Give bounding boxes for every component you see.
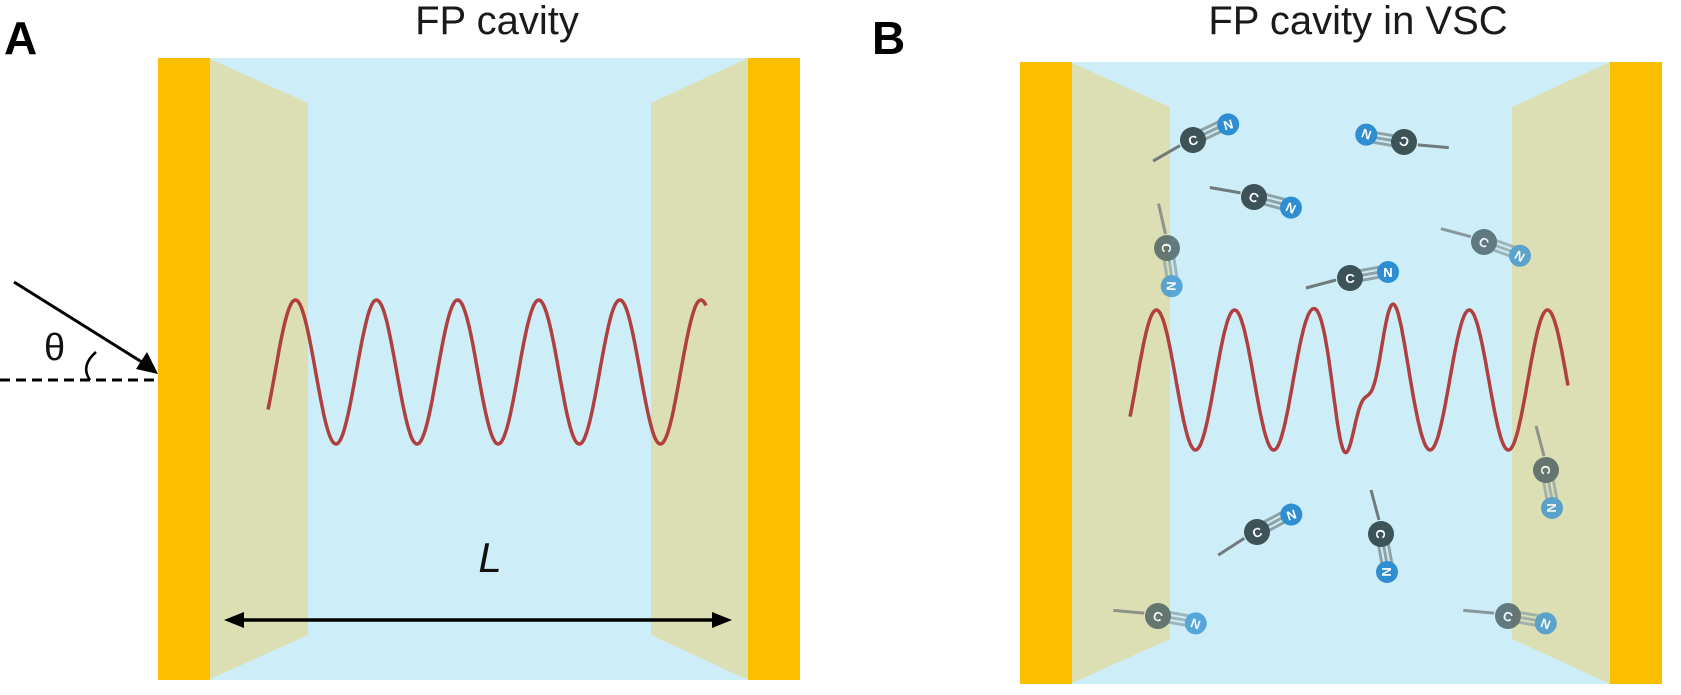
nitrogen-atom	[1541, 497, 1563, 519]
nitrogen-atom	[1280, 503, 1303, 526]
nitrogen-atom-label: N	[1164, 281, 1179, 291]
left-coating	[208, 58, 308, 680]
nitrogen-atom	[1534, 612, 1557, 635]
length-label: L	[478, 534, 501, 581]
nitrogen-atom	[1279, 196, 1302, 219]
carbon-atom	[1241, 184, 1267, 210]
left-mirror	[1020, 62, 1072, 684]
carbon-atom-label: C	[1373, 529, 1388, 539]
nitrile-molecule: CN	[1154, 202, 1183, 298]
length-arrow-right-head	[712, 612, 732, 628]
nitrile-molecule: CN	[1146, 113, 1240, 163]
nitrile-molecule: CN	[1210, 503, 1303, 557]
carbon-atom-label: C	[1159, 243, 1174, 254]
carbon-atom	[1244, 519, 1270, 545]
nitrogen-atom-label: N	[1383, 265, 1392, 280]
nitrogen-atom-label: N	[1379, 567, 1394, 576]
carbon-atom	[1471, 229, 1497, 255]
carbon-atom	[1368, 521, 1394, 547]
carbon-atom-label: C	[1345, 271, 1355, 286]
right-coating	[651, 58, 748, 680]
nitrogen-atom	[1184, 612, 1207, 635]
nitrogen-atom	[1160, 275, 1183, 298]
angle-arc	[84, 351, 97, 381]
nitrile-molecule: CN	[1368, 488, 1398, 583]
standing-wave	[266, 298, 708, 446]
carbon-atom	[1337, 265, 1363, 291]
carbon-atom-label: C	[1538, 465, 1553, 475]
nitrogen-atom	[1217, 113, 1240, 136]
left-mirror	[158, 58, 210, 680]
panel-a-letter: A	[4, 12, 37, 64]
carbon-atom	[1180, 127, 1206, 153]
carbon-atom-label: C	[1187, 132, 1201, 149]
carbon-atom	[1495, 603, 1521, 629]
carbon-atom	[1391, 129, 1417, 155]
right-mirror	[748, 58, 800, 680]
nitrile-molecule: CN	[1439, 208, 1531, 268]
incident-light-arrow	[13, 280, 146, 366]
nitrogen-atom-label: N	[1222, 116, 1235, 133]
nitrogen-atom	[1355, 123, 1378, 146]
panel-b-letter: B	[872, 12, 905, 64]
carbon-atom	[1154, 235, 1180, 261]
left-coating	[1070, 62, 1170, 684]
incident-arrow-head	[136, 352, 158, 374]
panel-a: A FP cavity θ L	[0, 0, 800, 680]
carbon-atom	[1145, 603, 1171, 629]
nitrogen-atom	[1377, 261, 1399, 283]
nitrile-molecule: CN	[1533, 424, 1563, 519]
panel-a-title: FP cavity	[415, 0, 579, 43]
nitrogen-atom-label: N	[1544, 503, 1559, 512]
nitrile-molecule: CN	[1355, 120, 1451, 169]
nitrogen-atom-label: N	[1285, 506, 1299, 523]
coupled-wave	[1128, 302, 1570, 455]
right-mirror	[1610, 62, 1662, 684]
nitrile-molecule: CN	[1208, 166, 1302, 221]
right-coating	[1512, 62, 1610, 684]
panel-b-title: FP cavity in VSC	[1208, 0, 1507, 43]
length-arrow-left-head	[224, 612, 244, 628]
nitrogen-atom	[1508, 244, 1531, 267]
angle-label: θ	[44, 327, 65, 369]
nitrogen-atom	[1376, 561, 1398, 583]
carbon-atom	[1533, 457, 1559, 483]
